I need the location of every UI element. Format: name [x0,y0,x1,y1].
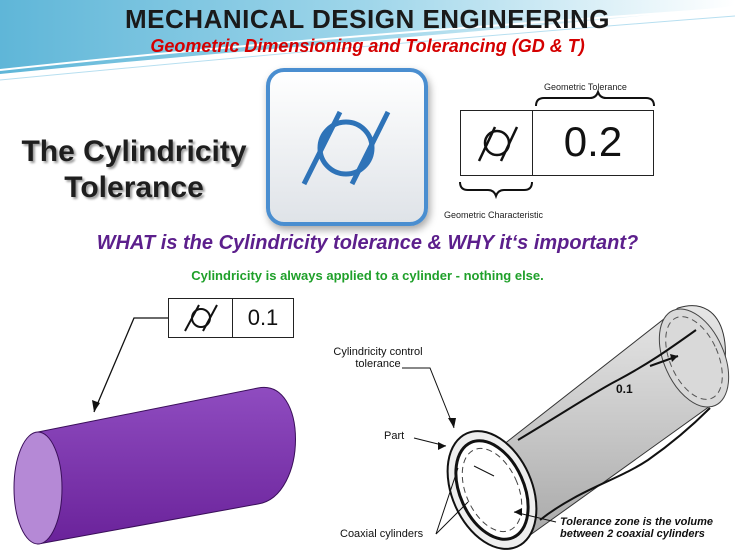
question-text: WHAT is the Cylindricity tolerance & WHY… [96,232,639,254]
control-tolerance-label: Cylindricity control tolerance [332,346,424,370]
tolerance-value: 0.2 [563,118,623,165]
cylindricity-symbol-icon [184,304,218,332]
page-title: MECHANICAL DESIGN ENGINEERING [125,4,610,34]
control-label-line-2: tolerance [355,358,401,370]
geometric-tolerance-label: Geometric Tolerance [544,82,627,92]
frame-brackets [459,88,655,200]
geometric-characteristic-label: Geometric Characteristic [444,210,544,220]
frame-value-cell: 0.2 [532,110,654,176]
tolerance-zone-tube [402,305,730,550]
zone-value: 0.1 [616,382,633,396]
frame-symbol-cell [460,110,534,176]
coaxial-cylinders-label: Coaxial cylinders [340,528,424,540]
purple-cylinder [13,317,296,545]
page-subtitle: Geometric Dimensioning and Tolerancing (… [150,36,585,56]
feature-control-frame-diagram: Geometric Tolerance 0.2 Geometric Charac… [440,78,655,228]
left-figure: 0.1 [8,290,318,545]
cylindricity-symbol-icon [477,126,519,162]
heading-line-1: The Cylindricity [21,135,247,168]
left-frame-symbol-cell [168,298,234,338]
cylindricity-symbol-icon [301,110,391,186]
heading-line-2: Tolerance [64,171,204,204]
zone-label-line-2: between 2 coaxial cylinders [560,528,705,540]
control-label-line-1: Cylindricity control [333,346,423,358]
part-label: Part [384,430,405,442]
right-figure: Cylindricity control tolerance Part Coax… [318,290,735,552]
header-swoosh [0,0,735,81]
tolerance-zone-label: Tolerance zone is the volume between 2 c… [560,516,713,540]
left-tolerance-value: 0.1 [247,305,279,330]
slide-heading: The Cylindricity Tolerance [14,134,254,206]
left-frame-value-cell: 0.1 [232,298,294,338]
zone-label-line-1: Tolerance zone is the volume [560,516,714,528]
cylindricity-symbol-card [266,68,428,226]
note-text: Cylindricity is always applied to a cyli… [191,268,544,283]
